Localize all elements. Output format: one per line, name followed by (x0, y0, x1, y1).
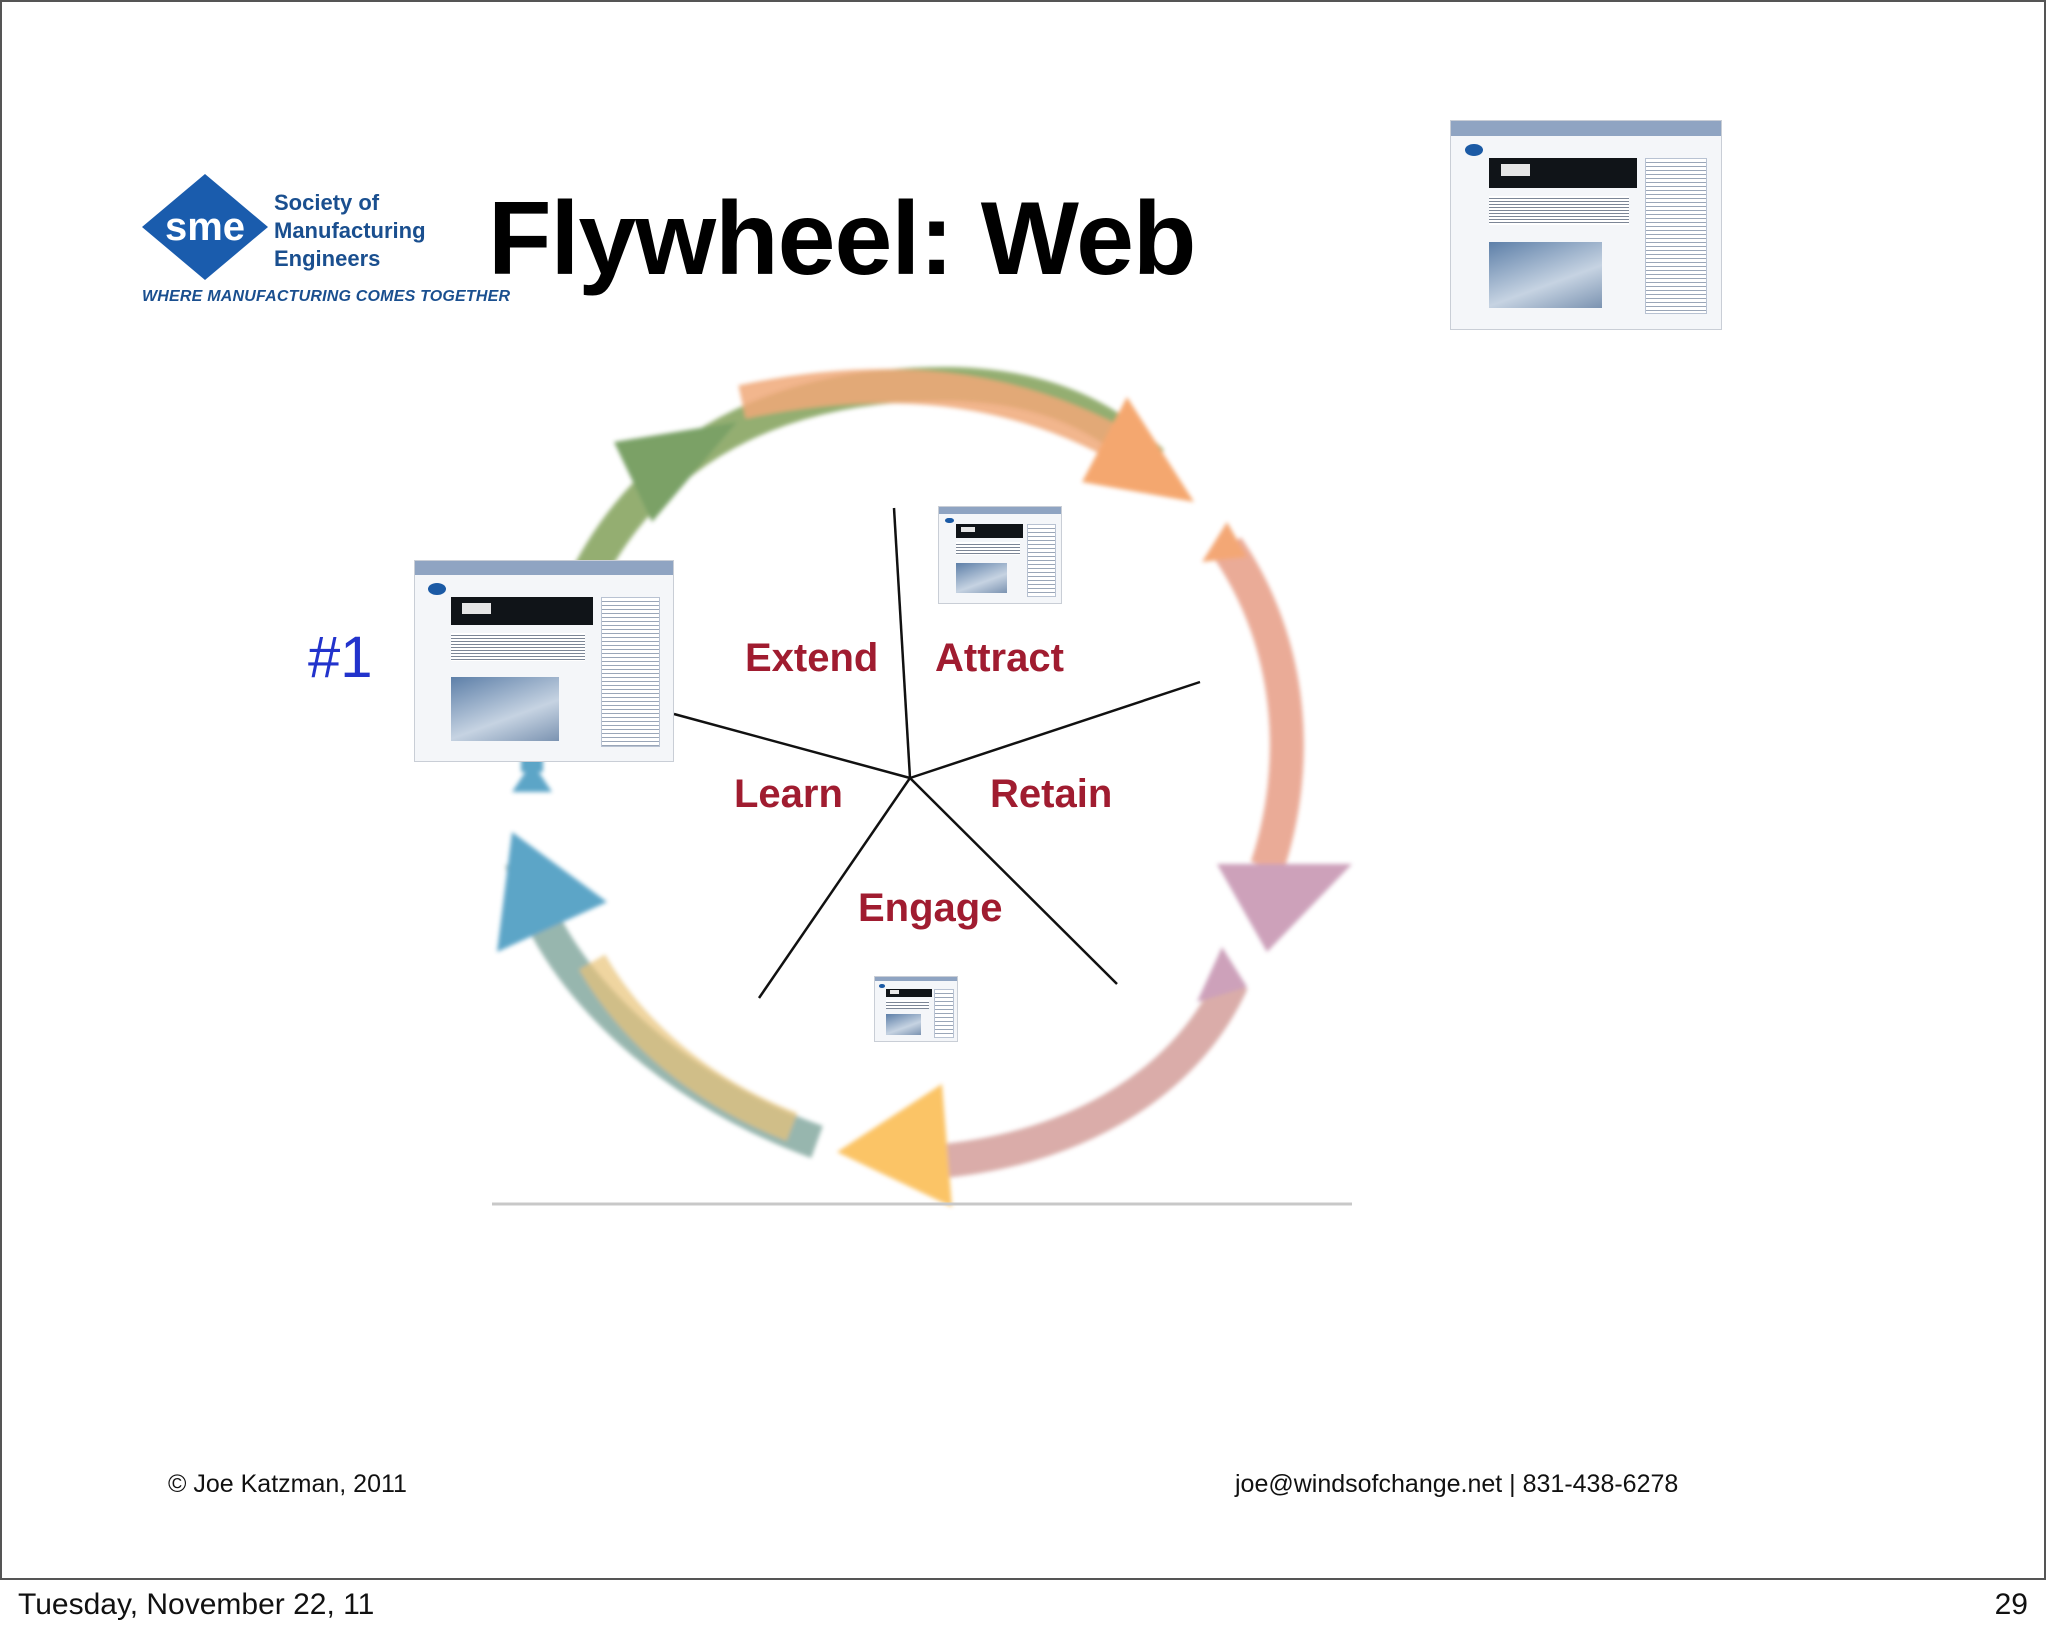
website-thumbnail-left (414, 560, 674, 762)
flywheel-spokes (673, 507, 1201, 999)
arrowhead-top-left (614, 422, 737, 522)
logo-mark-text: sme (165, 205, 245, 249)
footer-copyright: © Joe Katzman, 2011 (168, 1470, 407, 1498)
footer-contact: joe@windsofchange.net | 831-438-6278 (1235, 1470, 1679, 1498)
sme-diamond-icon: sme (142, 174, 268, 280)
arrowhead-top-right (1082, 397, 1194, 502)
flywheel-arrow-right (1212, 537, 1304, 873)
sme-logo: sme (140, 172, 440, 312)
spoke-bottom-right (909, 777, 1118, 985)
arrowhead-right (1217, 864, 1352, 952)
arrowhead-left (497, 832, 607, 952)
segment-retain: Retain (990, 772, 1113, 816)
logo-line-1: Society of (274, 190, 380, 215)
spoke-top (892, 507, 912, 779)
segment-extend: Extend (745, 636, 879, 680)
website-thumbnail-top (938, 506, 1062, 604)
website-thumbnail-top-right (1450, 120, 1722, 330)
spoke-left (673, 712, 911, 780)
spoke-right (909, 680, 1201, 780)
segment-learn: Learn (734, 772, 843, 816)
slide-title: Flywheel: Web (488, 181, 1196, 297)
logo-line-2: Manufacturing (274, 218, 426, 243)
segment-attract: Attract (935, 636, 1064, 680)
spoke-bottom-left (757, 777, 912, 999)
logo-line-3: Engineers (274, 246, 381, 271)
page-number: 29 (1994, 1588, 2028, 1621)
segment-engage: Engage (858, 886, 1003, 930)
flywheel-arrow-bottom (930, 974, 1248, 1179)
arrowhead-bottom (837, 1084, 952, 1207)
website-thumbnail-bottom (874, 976, 958, 1042)
logo-tagline: WHERE MANUFACTURING COMES TOGETHER (142, 288, 511, 305)
page-date: Tuesday, November 22, 11 (18, 1588, 375, 1621)
rank-label: #1 (308, 625, 373, 690)
slide: sme Society of Manufacturing Engineers W… (0, 0, 2046, 1580)
